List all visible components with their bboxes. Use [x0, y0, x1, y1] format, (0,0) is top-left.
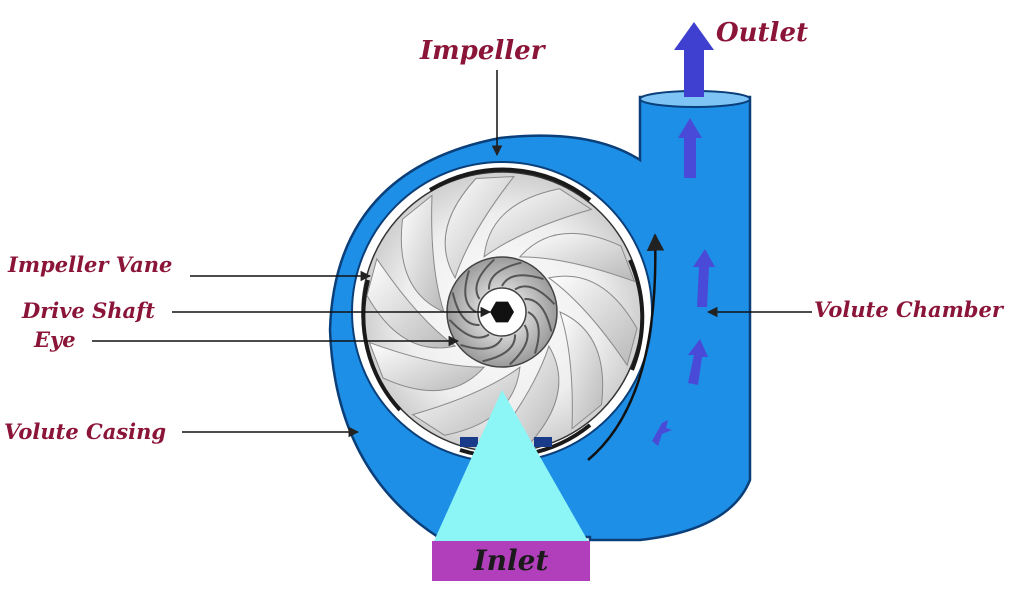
impeller-vane-label: Impeller Vane: [8, 252, 173, 277]
impeller-vane: [366, 257, 457, 349]
impeller-vane: [444, 175, 515, 280]
outlet-arrow: [674, 22, 714, 97]
eye-vanes: [448, 258, 556, 366]
eye-vane: [501, 274, 544, 287]
impeller-vane: [411, 366, 521, 436]
eye-vane: [514, 285, 556, 305]
drive-shaft-hex: [490, 301, 514, 323]
impeller-label: Impeller: [420, 36, 545, 66]
inlet-seal-left: [460, 437, 478, 447]
inlet-seal-right: [534, 437, 552, 447]
impeller-vane: [368, 341, 486, 392]
volute-flow-arrows: [652, 118, 715, 446]
impeller-vane: [559, 311, 604, 430]
impeller-vane: [547, 275, 638, 367]
volute-chamber-label: Volute Chamber: [814, 297, 1003, 322]
eye-vane: [460, 337, 503, 350]
impeller-vanes: [366, 175, 638, 449]
eye-vane: [482, 334, 517, 363]
impeller-vane: [400, 194, 445, 313]
impeller-shroud-segments: [361, 167, 645, 459]
eye-vane: [509, 324, 529, 366]
drive-shaft-label: Drive Shaft: [22, 298, 155, 323]
impeller-vane: [518, 232, 636, 283]
flow-direction-curve: [587, 233, 665, 461]
eye-vane: [475, 258, 495, 300]
eye-vane: [527, 311, 540, 354]
volute-casing-label: Volute Casing: [4, 419, 167, 444]
impeller-vane: [483, 188, 593, 258]
inlet-label: Inlet: [473, 544, 549, 577]
eye-vane: [524, 297, 553, 332]
eye-label: Eye: [34, 327, 76, 352]
eye-vane: [448, 319, 490, 339]
eye-vane: [464, 270, 477, 313]
eye-vane: [487, 261, 522, 290]
inlet-flow-cone: [434, 390, 588, 541]
inlet-pipe: [432, 541, 590, 581]
outlet-label: Outlet: [716, 18, 808, 48]
eye-vane: [451, 292, 480, 327]
